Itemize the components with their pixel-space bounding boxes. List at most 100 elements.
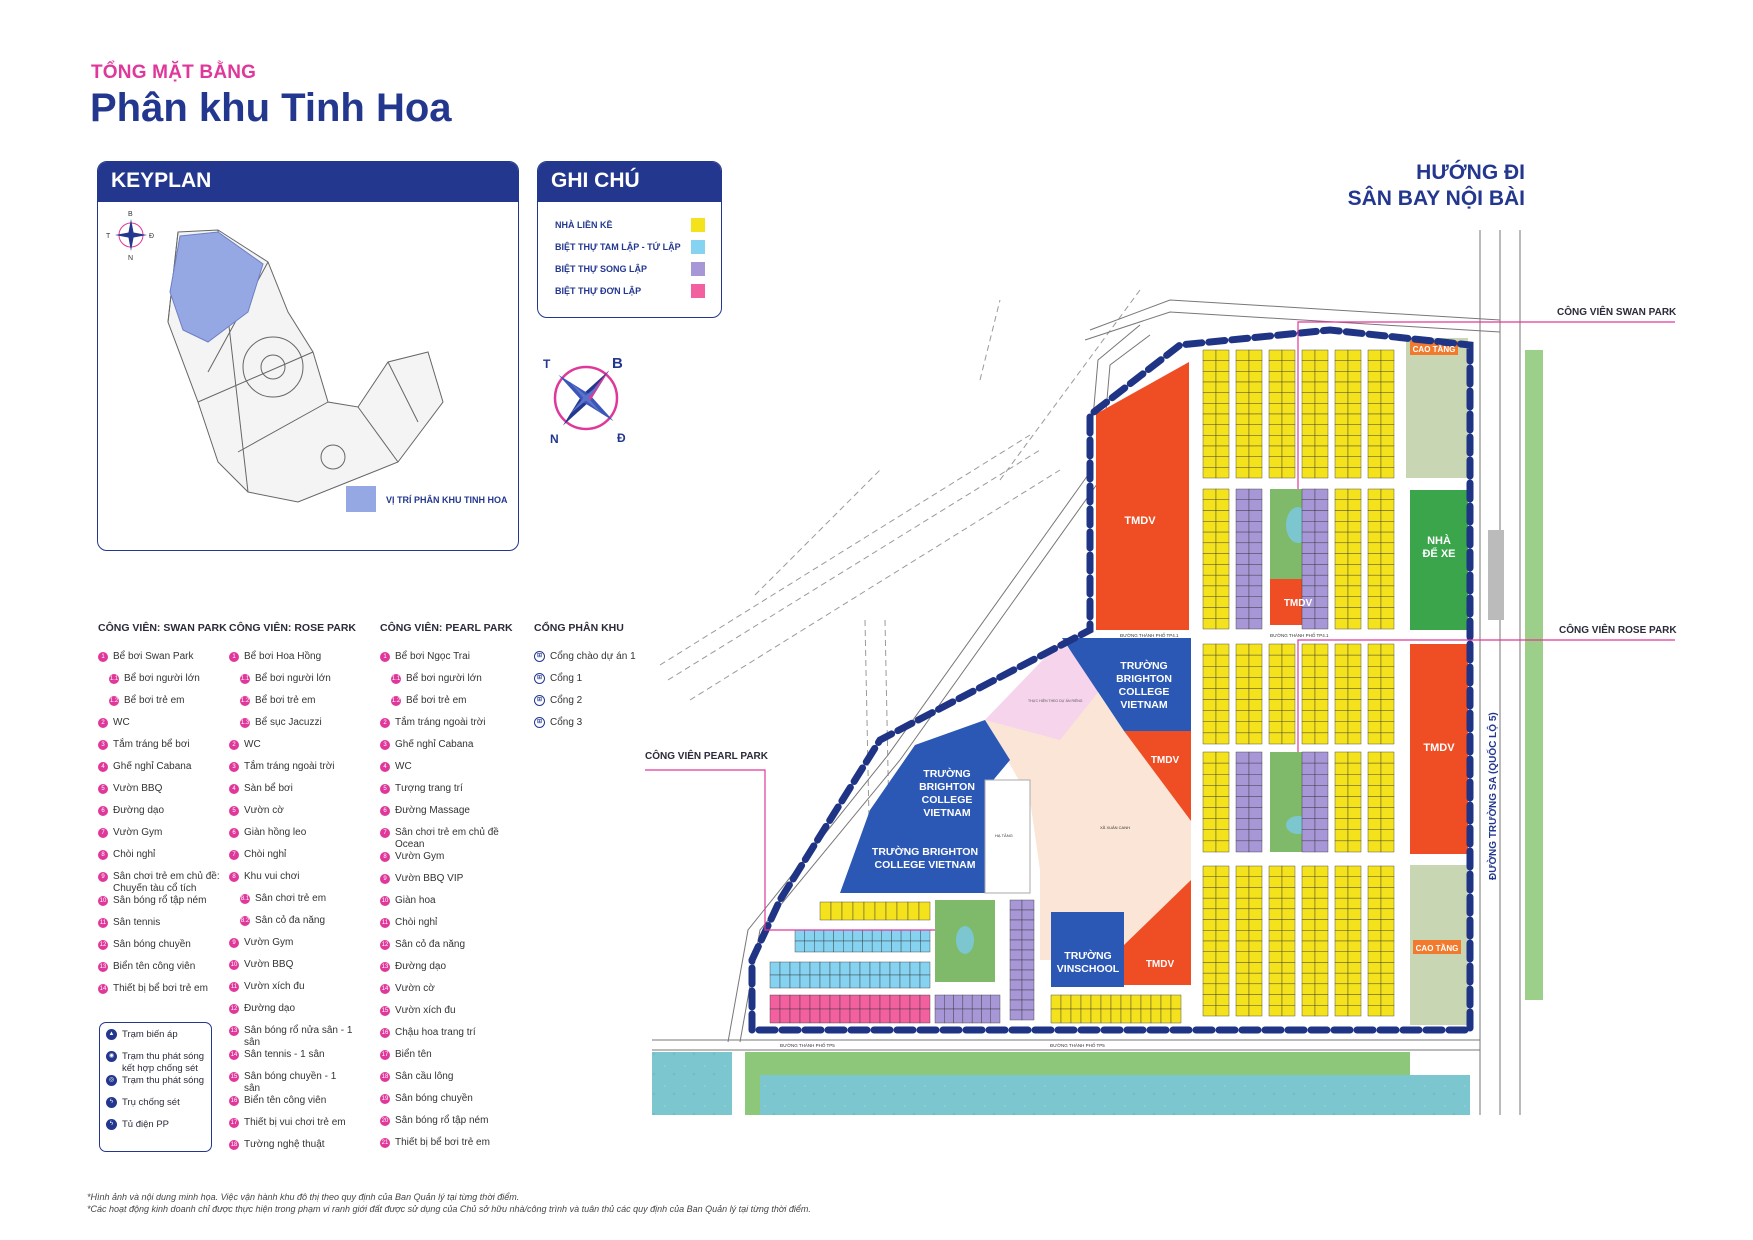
lot (1248, 818, 1263, 830)
lot (1347, 585, 1362, 597)
lot (1202, 818, 1217, 830)
lot (1314, 840, 1329, 853)
lot (971, 994, 982, 1010)
lot (1334, 510, 1349, 522)
lot (1380, 596, 1395, 608)
lot (1314, 774, 1329, 786)
number-marker-icon: 4 (229, 784, 239, 794)
lot (1314, 930, 1329, 942)
lot (1281, 392, 1296, 404)
lot (1301, 585, 1316, 597)
page-title: Phân khu Tinh Hoa (90, 86, 452, 130)
lot (1215, 585, 1230, 597)
lot (1215, 876, 1230, 888)
lot (1380, 710, 1395, 722)
lot (879, 1008, 891, 1024)
lot (1347, 618, 1362, 630)
green-strip (1525, 350, 1543, 1000)
lot (1009, 979, 1023, 991)
lot (1281, 688, 1296, 700)
lot (1281, 360, 1296, 372)
lot (1334, 951, 1349, 963)
lot (1248, 596, 1263, 608)
park-item-label: Bể sục Jacuzzi (255, 717, 322, 728)
lot (953, 994, 964, 1010)
direction-line2: SÂN BAY NỘI BÀI (1347, 187, 1525, 210)
lot (1367, 381, 1382, 393)
park-item-label: Chòi nghỉ (113, 849, 156, 860)
lot-block (1202, 488, 1230, 630)
lot (1235, 710, 1250, 722)
callout-swan-park: CÔNG VIÊN SWAN PARK (1557, 307, 1677, 318)
lot (1268, 445, 1283, 457)
park-item-label: Sân cỏ đa năng (255, 915, 326, 926)
lot (1347, 467, 1362, 479)
number-marker-icon: 16 (380, 1028, 390, 1038)
lot (1268, 721, 1283, 734)
lot-block (1334, 865, 1362, 1017)
lot (794, 940, 805, 953)
lot (1380, 666, 1395, 678)
gate-item: ⊞Cổng 1 (534, 673, 636, 695)
lot (1050, 994, 1062, 1010)
lot (1314, 585, 1329, 597)
lot (1347, 751, 1362, 764)
number-marker-icon: 1.2 (109, 696, 119, 706)
lot (1215, 818, 1230, 830)
lot (1090, 1008, 1102, 1024)
lot (1301, 392, 1316, 404)
lot (1380, 564, 1395, 576)
lot (1301, 381, 1316, 393)
lot (1301, 360, 1316, 372)
lot (1314, 553, 1329, 565)
lot (1215, 467, 1230, 479)
lot (1248, 994, 1263, 1006)
lot (1235, 807, 1250, 819)
park-item-label: Giàn hồng leo (244, 827, 307, 838)
lot-block (1301, 488, 1329, 630)
park-item-label: Bể bơi người lớn (124, 673, 200, 684)
callout-rose-park: CÔNG VIÊN ROSE PARK (1559, 625, 1677, 636)
lot (1301, 349, 1316, 361)
lot (852, 940, 863, 953)
lot (1235, 349, 1250, 361)
number-marker-icon: 1.1 (240, 674, 250, 684)
parking-label: NHÀ ĐỂ XE (1422, 535, 1456, 560)
lot (1202, 887, 1217, 899)
cao-tang-label-south: CAO TẦNG (1415, 944, 1459, 953)
lot (1347, 488, 1362, 500)
lot-block (1235, 488, 1263, 630)
lot (1347, 643, 1362, 656)
lot (1248, 897, 1263, 910)
lot (1215, 710, 1230, 722)
lot (1248, 574, 1263, 587)
lot (889, 961, 901, 976)
lot (839, 974, 851, 989)
lot (1347, 371, 1362, 383)
lot (1110, 1008, 1122, 1024)
lot (1215, 607, 1230, 619)
park-item-label: Vườn BBQ VIP (395, 873, 464, 884)
lot (1334, 596, 1349, 608)
lot (910, 929, 921, 942)
lot (1215, 897, 1230, 910)
lot (859, 961, 871, 976)
lot (1235, 732, 1250, 745)
lot (1380, 585, 1395, 597)
lot (1215, 774, 1230, 786)
lot (1281, 951, 1296, 963)
lot (1301, 488, 1316, 500)
lot (1060, 1008, 1072, 1024)
lot (1202, 688, 1217, 700)
lot (1380, 574, 1395, 587)
lot (1215, 840, 1230, 853)
road-label-tp5-b: ĐƯỜNG THÀNH PHỐ TP5 (780, 1042, 835, 1048)
footnote-2: *Các hoạt động kinh doanh chỉ được thực … (87, 1204, 811, 1214)
lot (1268, 710, 1283, 722)
